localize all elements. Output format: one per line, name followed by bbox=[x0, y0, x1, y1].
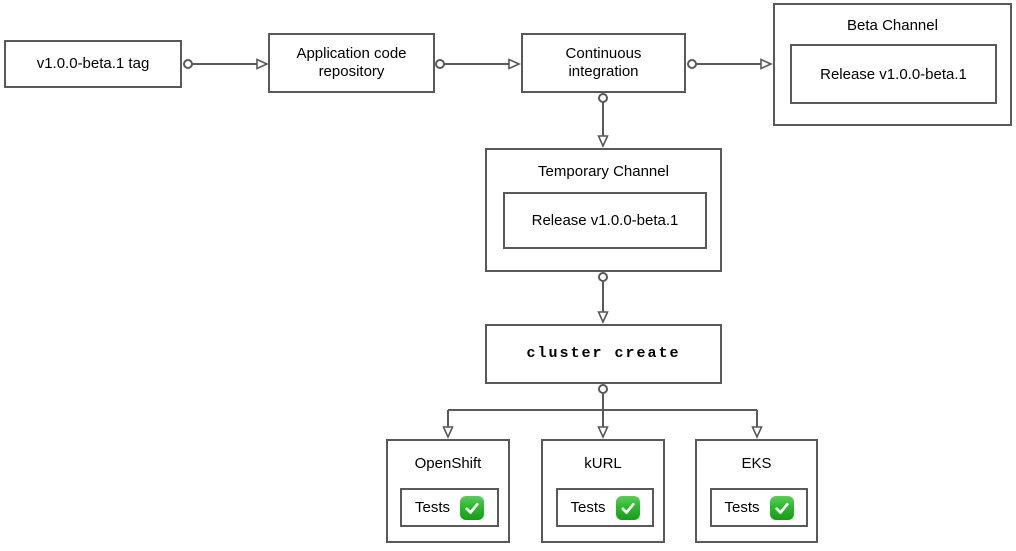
connector-source-circle bbox=[598, 272, 608, 282]
node-kurl: kURL Tests bbox=[541, 439, 665, 543]
connector-ci-to-temporary bbox=[597, 93, 609, 148]
connector-temporary-to-cluster-create bbox=[597, 272, 609, 324]
arrowhead-icon bbox=[442, 426, 454, 439]
kurl-title: kURL bbox=[584, 455, 622, 472]
arrowhead-icon bbox=[751, 426, 763, 439]
node-openshift: OpenShift Tests bbox=[386, 439, 510, 543]
kurl-tests-label: Tests bbox=[570, 499, 606, 516]
node-cluster-create: cluster create bbox=[485, 324, 722, 384]
node-eks: EKS Tests bbox=[695, 439, 818, 543]
arrowhead-icon bbox=[597, 311, 609, 324]
eks-title: EKS bbox=[741, 455, 772, 472]
eks-tests-label: Tests bbox=[724, 499, 760, 516]
openshift-title: OpenShift bbox=[414, 455, 482, 472]
node-continuous-integration: Continuous integration bbox=[521, 33, 686, 93]
arrowhead-icon bbox=[597, 426, 609, 439]
beta-channel-release-label: Release v1.0.0-beta.1 bbox=[820, 65, 967, 83]
connector-source-circle bbox=[435, 59, 445, 69]
node-beta-channel: Beta Channel Release v1.0.0-beta.1 bbox=[773, 3, 1012, 126]
connector-source-circle bbox=[687, 59, 697, 69]
check-mark-icon bbox=[615, 495, 640, 520]
node-version-tag-label: v1.0.0-beta.1 tag bbox=[36, 55, 150, 72]
connector-tag-to-repo bbox=[183, 58, 269, 70]
temporary-channel-title: Temporary Channel bbox=[538, 163, 669, 180]
openshift-tests-label: Tests bbox=[414, 499, 450, 516]
beta-channel-title: Beta Channel bbox=[847, 17, 938, 34]
arrowhead-icon bbox=[256, 58, 269, 70]
node-temporary-channel: Temporary Channel Release v1.0.0-beta.1 bbox=[485, 148, 722, 272]
kurl-tests-box: Tests bbox=[556, 488, 654, 527]
openshift-tests-box: Tests bbox=[400, 488, 499, 527]
arrowhead-icon bbox=[760, 58, 773, 70]
temporary-channel-release-box: Release v1.0.0-beta.1 bbox=[503, 192, 707, 249]
node-continuous-integration-label: Continuous integration bbox=[565, 45, 642, 80]
connector-ci-to-beta bbox=[687, 58, 773, 70]
check-mark-icon bbox=[769, 495, 794, 520]
node-version-tag: v1.0.0-beta.1 tag bbox=[4, 40, 182, 88]
arrowhead-icon bbox=[508, 58, 521, 70]
connector-source-circle bbox=[598, 384, 608, 394]
node-application-code-repository-label: Application code repository bbox=[296, 45, 407, 80]
connector-repo-to-ci bbox=[435, 58, 521, 70]
node-application-code-repository: Application code repository bbox=[268, 33, 435, 93]
beta-channel-release-box: Release v1.0.0-beta.1 bbox=[790, 44, 997, 104]
eks-tests-box: Tests bbox=[710, 488, 808, 527]
node-cluster-create-label: cluster create bbox=[526, 345, 681, 362]
connector-source-circle bbox=[183, 59, 193, 69]
arrowhead-icon bbox=[597, 135, 609, 148]
connector-cluster-create-to-clusters bbox=[442, 384, 763, 439]
connector-source-circle bbox=[598, 93, 608, 103]
temporary-channel-release-label: Release v1.0.0-beta.1 bbox=[531, 212, 679, 229]
check-mark-icon bbox=[460, 495, 484, 520]
